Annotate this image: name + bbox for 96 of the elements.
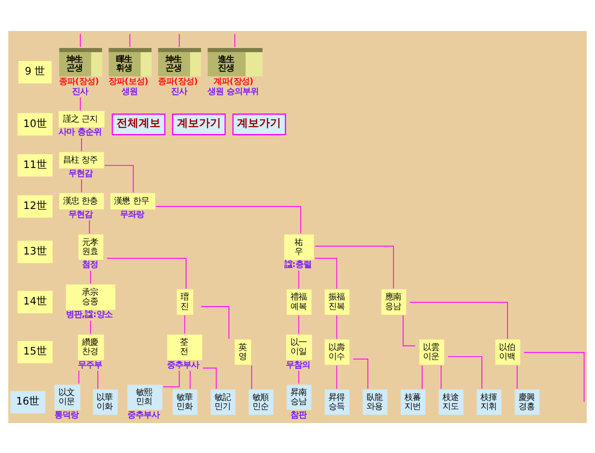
node-box: 枝揮 지휘: [476, 389, 502, 414]
node-label: 참판: [290, 408, 306, 419]
connector: [448, 356, 482, 389]
node-box: 枝途 지도: [438, 389, 464, 414]
node-box: 應南 응남: [381, 288, 406, 314]
connector: [202, 367, 217, 389]
connector: [190, 370, 191, 389]
node-box: 振福 진복: [324, 288, 350, 314]
node-label: 무참의: [286, 358, 310, 369]
node-box: 以壽 이수: [324, 338, 350, 364]
node-box: 11世: [18, 154, 53, 176]
connector: [402, 314, 416, 346]
node-label: 종파(장성): [59, 75, 99, 86]
node-label: 사마 충순위: [58, 126, 102, 136]
node-label: 통덕랑: [54, 408, 78, 419]
connector: [178, 32, 180, 47]
node-box: 9 世: [18, 60, 52, 83]
connector: [298, 314, 300, 334]
connector: [106, 257, 186, 289]
connector: [184, 314, 186, 334]
node-label: 무현감: [68, 208, 93, 218]
connector: [314, 245, 394, 288]
connector: [129, 32, 130, 47]
node-label: 첨정: [82, 258, 98, 269]
node-box: 10世: [18, 112, 53, 136]
connector: [298, 270, 300, 289]
node-box: 荃 전: [167, 334, 202, 360]
connector: [298, 370, 300, 384]
node-box: 以一 이일: [286, 334, 312, 360]
node-box: 漢忠 한충: [59, 192, 104, 209]
node-box: 敏熙 민희: [127, 384, 162, 410]
connector: [90, 270, 92, 284]
connector: [200, 306, 230, 339]
connector: [78, 370, 80, 384]
node-box: 12世: [18, 194, 53, 218]
connector: [155, 205, 302, 234]
node-label: 생원 승의부위: [208, 86, 259, 96]
node-label: 무현감: [68, 167, 93, 178]
node-box: 瑨 진: [176, 288, 194, 314]
node-box: 13世: [18, 240, 53, 263]
node-box: 慶興 경흥: [514, 389, 540, 414]
connector: [81, 137, 82, 152]
connector: [104, 164, 134, 192]
node-label: 諡:충렬: [284, 258, 312, 269]
connector: [422, 364, 423, 389]
connector: [90, 320, 92, 334]
node-box: 昇得 승득: [324, 389, 350, 414]
node-box: 敏順 민순: [248, 389, 274, 414]
connector: [352, 358, 368, 389]
connector: [516, 364, 518, 389]
connector: [336, 364, 338, 389]
connector: [162, 370, 180, 387]
connector: [80, 32, 81, 47]
node-label: 진사: [72, 86, 88, 96]
node-box: 承宗 승종: [66, 284, 116, 310]
node-box: 元孝 원효: [78, 234, 104, 260]
connector: [251, 364, 252, 389]
node-box: 纘慶 찬경: [78, 334, 104, 360]
node-box: 臥龍 와용: [362, 389, 388, 414]
connector: [440, 364, 442, 389]
connector: [314, 257, 338, 289]
node-label: 무좌랑: [120, 208, 144, 218]
node-label: 무주부: [78, 358, 102, 369]
node-label: 계파(장성): [214, 75, 254, 86]
node-box: 禮福 예복: [286, 288, 312, 314]
node-box: 敏華 민화: [172, 389, 198, 414]
connector: [81, 178, 82, 192]
node-box: 謹之 근지: [58, 110, 104, 127]
node-box: 以伯 이백: [495, 338, 520, 364]
node-label: 중추부사: [167, 358, 200, 369]
node-box: 15世: [18, 340, 53, 363]
node-box: 昌柱 창주: [59, 152, 104, 168]
node-box: 以雲 이운: [419, 338, 444, 364]
node-label: 진사: [170, 86, 187, 96]
connector: [336, 314, 338, 339]
connector: [524, 351, 585, 402]
node-label: 장파(보성): [108, 75, 148, 86]
node-label: 종파(장성): [158, 75, 198, 86]
node-box: 枝蕃 지번: [400, 389, 426, 414]
connector: [88, 219, 90, 234]
connector: [80, 96, 81, 110]
node-box: 16世: [10, 390, 46, 413]
node-box: 以華 이화: [93, 389, 118, 414]
node-label: 생원: [121, 86, 138, 96]
connector: [234, 32, 236, 47]
node-box: 英 영: [234, 338, 252, 364]
node-box: 以文 이문: [54, 384, 80, 410]
node-box: 14世: [18, 290, 53, 313]
node-label: 병판,諡:양소: [66, 308, 112, 319]
node-box: 昇南 승남: [286, 384, 312, 410]
node-label: 중추부사: [127, 408, 160, 419]
node-box: 敏記 민기: [210, 389, 236, 414]
connector: [97, 370, 98, 389]
node-box: 祐 우: [284, 234, 314, 260]
connector: [409, 301, 508, 339]
node-box: 漢懋 한무: [110, 192, 156, 209]
